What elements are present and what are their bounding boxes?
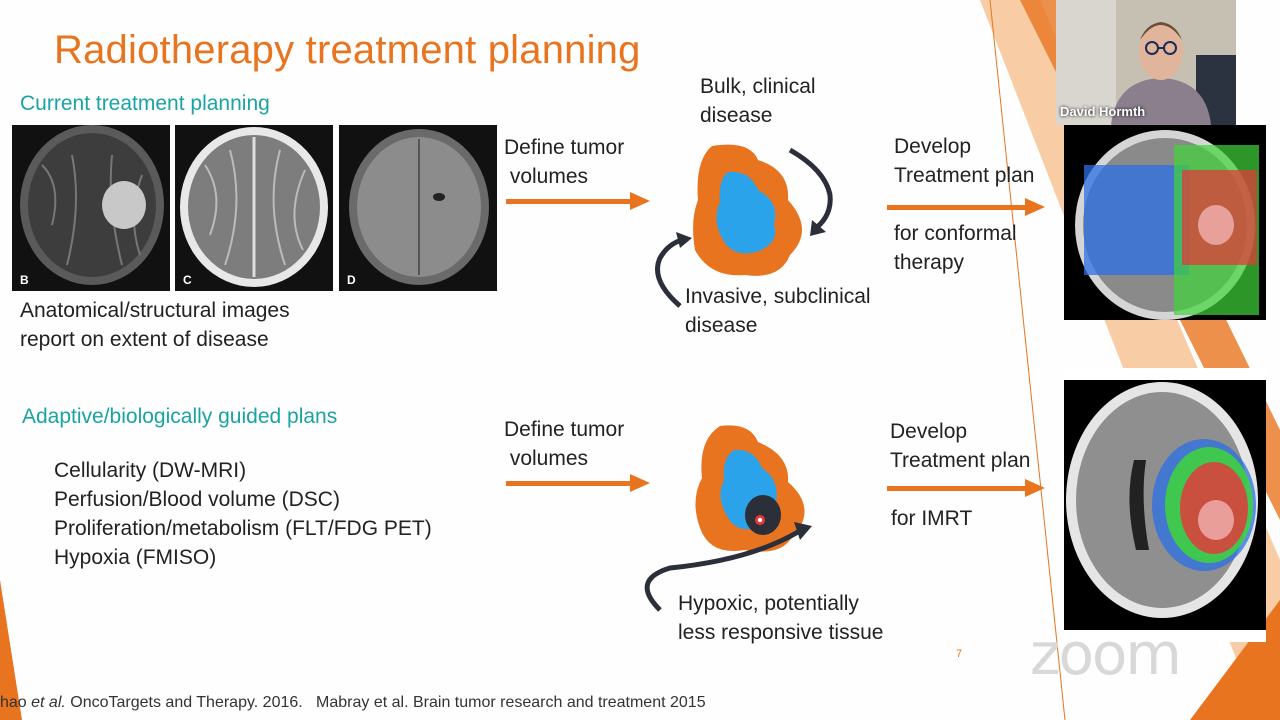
develop-label-1a: Develop [894, 135, 972, 158]
biomarker-item: Proliferation/metabolism (FLT/FDG PET) [54, 517, 432, 540]
zoom-watermark: zoom [1030, 620, 1182, 688]
section-current-heading: Current treatment planning [20, 92, 270, 115]
anatomical-text-line2: report on extent of disease [20, 328, 269, 351]
biomarker-item: Cellularity (DW-MRI) [54, 459, 247, 482]
develop-label-2a: Develop [890, 420, 968, 443]
biomarker-item: Perfusion/Blood volume (DSC) [54, 488, 340, 511]
mri-label-c: C [183, 273, 192, 287]
define-tumor-label-1a: Define tumor [504, 136, 625, 159]
slide-title: Radiotherapy treatment planning [54, 28, 641, 72]
arrow-right-1 [506, 192, 650, 210]
arrow-right-2 [887, 198, 1045, 216]
hypoxic-line2: less responsive tissue [678, 621, 884, 644]
mri-label-b: B [20, 273, 29, 287]
page-number: 7 [956, 648, 963, 660]
citation: hao et al. OncoTargets and Therapy. 2016… [0, 694, 706, 712]
section-adaptive-heading: Adaptive/biologically guided plans [22, 405, 338, 428]
develop-label-1b: Treatment plan [894, 164, 1035, 187]
define-tumor-label-2a: Define tumor [504, 418, 625, 441]
citation-etal: et al. [31, 694, 66, 711]
citation-rest: OncoTargets and Therapy. 2016. Mabray et… [65, 694, 706, 711]
citation-prefix: hao [0, 694, 32, 711]
bulk-disease-line1: Bulk, clinical [700, 75, 816, 98]
tumor-diagram-hypoxic [644, 425, 812, 612]
participant-name: David Hormth [1060, 104, 1146, 119]
mri-label-d: D [347, 273, 356, 287]
arrow-right-3 [506, 474, 650, 492]
dose-map-conformal [1064, 125, 1266, 320]
tumor-diagram-conformal [655, 144, 833, 308]
mri-image-b: B [12, 125, 170, 291]
define-tumor-label-1b: volumes [504, 165, 589, 188]
imrt-label: for IMRT [891, 507, 973, 530]
slide-left-decoration [0, 580, 22, 720]
anatomical-text-line1: Anatomical/structural images [20, 299, 290, 322]
define-tumor-label-2b: volumes [504, 447, 589, 470]
invasive-disease-line2: disease [685, 314, 758, 337]
conformal-label-1: for conformal [894, 222, 1017, 245]
conformal-label-2: therapy [894, 251, 965, 274]
biomarker-item: Hypoxia (FMISO) [54, 546, 217, 569]
arrow-right-4 [887, 479, 1045, 497]
dose-map-imrt [1064, 368, 1266, 642]
develop-label-2b: Treatment plan [890, 449, 1031, 472]
participant-video-tile[interactable]: David Hormth [1056, 0, 1236, 125]
participant-video-feed [1056, 0, 1236, 125]
mri-image-d: D [339, 125, 497, 291]
bulk-disease-line2: disease [700, 104, 773, 127]
invasive-disease-line1: Invasive, subclinical [685, 285, 871, 308]
hypoxic-line1: Hypoxic, potentially [678, 592, 859, 615]
mri-image-c: C [175, 125, 333, 291]
